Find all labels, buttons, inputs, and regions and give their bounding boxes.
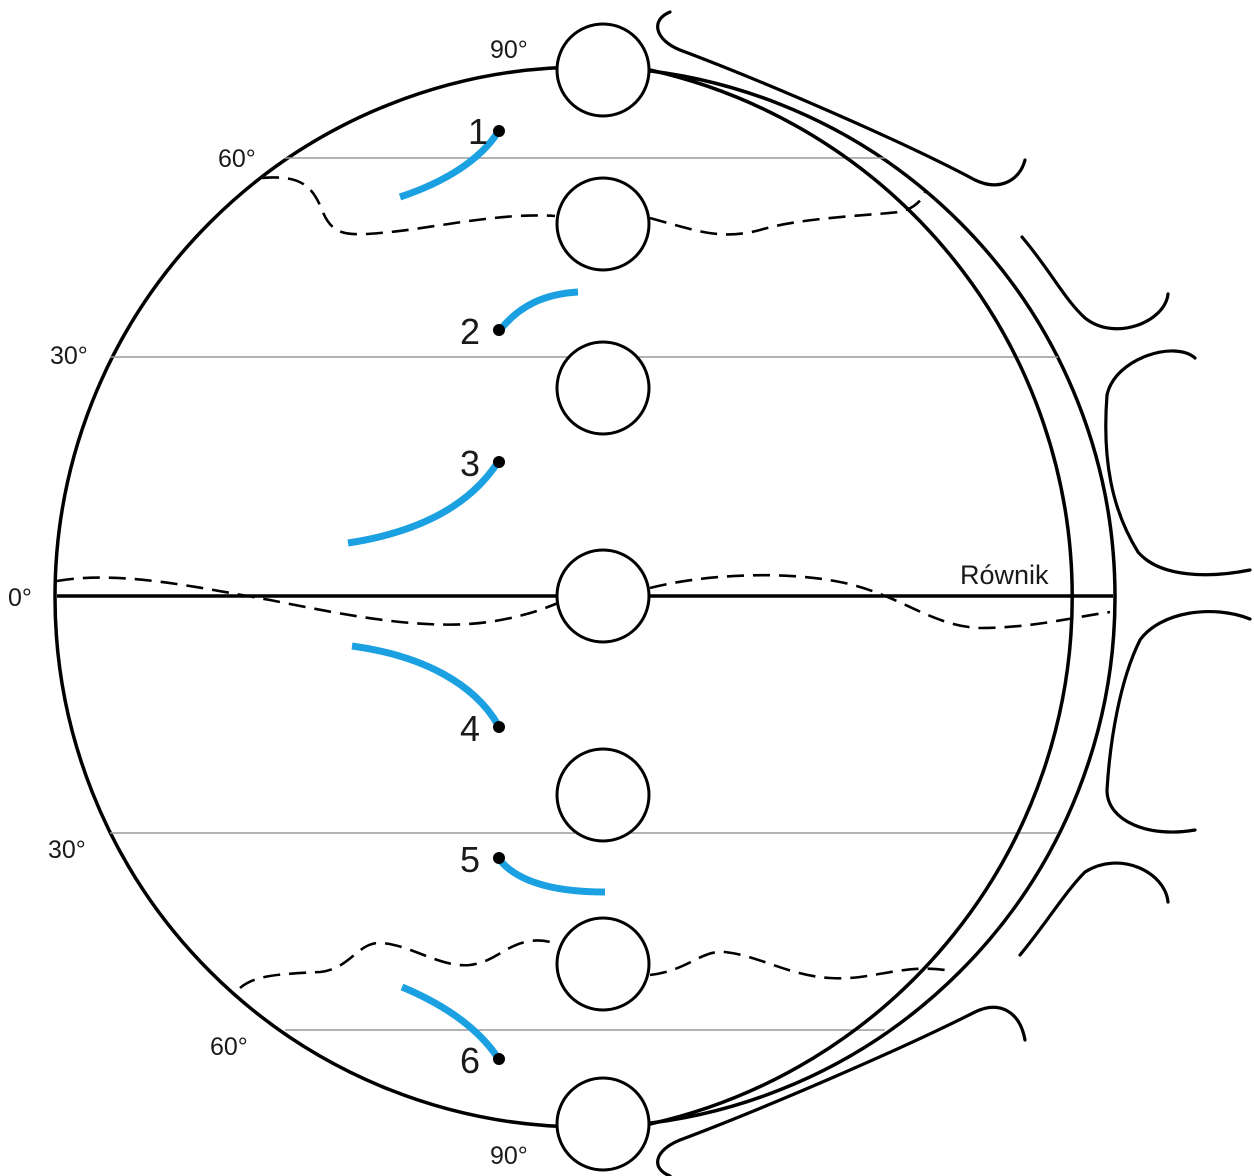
wind-arrow-1 bbox=[398, 130, 501, 201]
wind-arrow-2 bbox=[497, 288, 579, 333]
ferrel-cell-south-loop bbox=[1018, 861, 1170, 957]
wind-number-1: 1 bbox=[468, 111, 488, 152]
pressure-circle-60s bbox=[555, 916, 651, 1012]
label-30n: 30° bbox=[50, 342, 88, 370]
label-60s: 60° bbox=[210, 1033, 248, 1061]
pressure-circle-60n bbox=[555, 176, 651, 272]
ferrel-cell-north-loop bbox=[1020, 235, 1170, 331]
label-60n: 60° bbox=[218, 145, 256, 173]
label-90n: 90° bbox=[490, 36, 528, 64]
wind-dot-4 bbox=[493, 721, 505, 733]
wind-number-6: 6 bbox=[460, 1040, 480, 1081]
itcz-line bbox=[56, 573, 1111, 630]
wind-number-3: 3 bbox=[460, 443, 480, 484]
pressure-circles bbox=[555, 22, 651, 1172]
polar-front-south bbox=[239, 939, 946, 990]
wind-dot-2 bbox=[493, 324, 505, 336]
polar-cell-north-loop bbox=[656, 10, 1027, 187]
hadley-cell-north-loop bbox=[1104, 349, 1252, 577]
pressure-circle-0 bbox=[555, 548, 651, 644]
wind-arrow-5 bbox=[495, 855, 606, 896]
circulation-cells bbox=[656, 10, 1252, 1176]
polar-cell-south-loop bbox=[656, 1005, 1027, 1176]
front-lines bbox=[56, 176, 1111, 990]
wind-number-2: 2 bbox=[460, 311, 480, 352]
pressure-circle-90s bbox=[555, 1076, 651, 1172]
wind-number-4: 4 bbox=[460, 708, 480, 749]
wind-arrow-3 bbox=[347, 460, 501, 547]
wind-marker-dots bbox=[493, 125, 505, 1065]
label-0: 0° bbox=[8, 584, 32, 612]
polar-front-north bbox=[261, 176, 927, 236]
wind-arrows bbox=[347, 130, 606, 1060]
wind-arrow-4 bbox=[351, 642, 502, 727]
wind-dot-6 bbox=[493, 1053, 505, 1065]
atmosphere-rim bbox=[649, 68, 1074, 1126]
pressure-circle-90n bbox=[555, 22, 651, 118]
wind-dot-3 bbox=[493, 456, 505, 468]
wind-arrow-6 bbox=[400, 983, 501, 1060]
label-90s: 90° bbox=[490, 1142, 528, 1170]
wind-number-5: 5 bbox=[460, 839, 480, 880]
wind-marker-numbers: 1 2 3 4 5 6 bbox=[460, 111, 488, 1081]
hadley-cell-south-loop bbox=[1105, 609, 1252, 834]
label-30s: 30° bbox=[48, 836, 86, 864]
wind-dot-5 bbox=[493, 852, 505, 864]
equator-label: Równik bbox=[960, 560, 1049, 590]
latitude-labels: 90° 60° 30° 0° 30° 60° 90° bbox=[8, 36, 528, 1170]
pressure-circle-30s bbox=[555, 747, 651, 843]
wind-dot-1 bbox=[493, 125, 505, 137]
pressure-circle-30n bbox=[555, 340, 651, 436]
